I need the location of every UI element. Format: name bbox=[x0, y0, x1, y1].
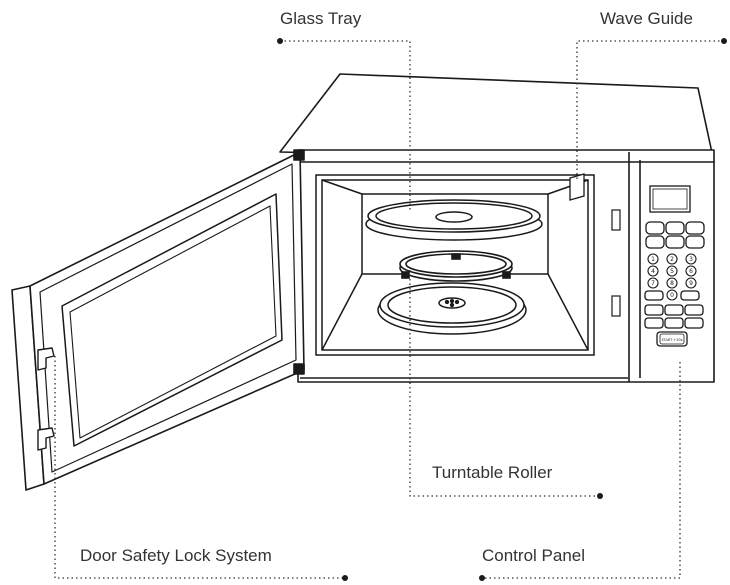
key-5: 5 bbox=[670, 268, 674, 275]
cabinet-top bbox=[279, 73, 715, 163]
key-6: 6 bbox=[689, 268, 693, 275]
label-door-safety-lock: Door Safety Lock System bbox=[80, 546, 272, 565]
leader-control-panel bbox=[482, 362, 681, 579]
leader-glass-tray bbox=[280, 40, 411, 212]
number-keypad bbox=[647, 253, 697, 301]
key-2: 2 bbox=[670, 256, 674, 263]
label-control-panel: Control Panel bbox=[482, 546, 586, 565]
door-latch-upper bbox=[37, 347, 55, 371]
leader-lines bbox=[54, 40, 724, 579]
key-7: 7 bbox=[651, 280, 655, 287]
key-4: 4 bbox=[651, 268, 655, 275]
label-wave-guide: Wave Guide bbox=[600, 9, 693, 28]
door bbox=[11, 149, 305, 491]
door-latch-lower bbox=[37, 427, 55, 451]
key-3: 3 bbox=[689, 256, 693, 263]
key-9: 9 bbox=[689, 280, 693, 287]
wave-guide-cover bbox=[569, 173, 585, 201]
glass-tray bbox=[365, 199, 543, 241]
leader-turntable-roller bbox=[409, 270, 600, 497]
control-panel: 1 2 3 4 5 6 7 8 9 0 START +30s bbox=[644, 185, 705, 347]
oven-cavity bbox=[315, 174, 621, 356]
key-0: 0 bbox=[670, 292, 674, 299]
leader-door-safety-lock bbox=[54, 356, 345, 579]
leader-end-dots bbox=[277, 38, 727, 581]
label-glass-tray: Glass Tray bbox=[280, 9, 362, 28]
key-8: 8 bbox=[670, 280, 674, 287]
key-1: 1 bbox=[651, 256, 655, 263]
turntable-roller bbox=[399, 250, 513, 282]
start-key-label: START +30s bbox=[661, 338, 682, 342]
label-turntable-roller: Turntable Roller bbox=[432, 463, 553, 482]
floor-plate bbox=[377, 282, 527, 335]
